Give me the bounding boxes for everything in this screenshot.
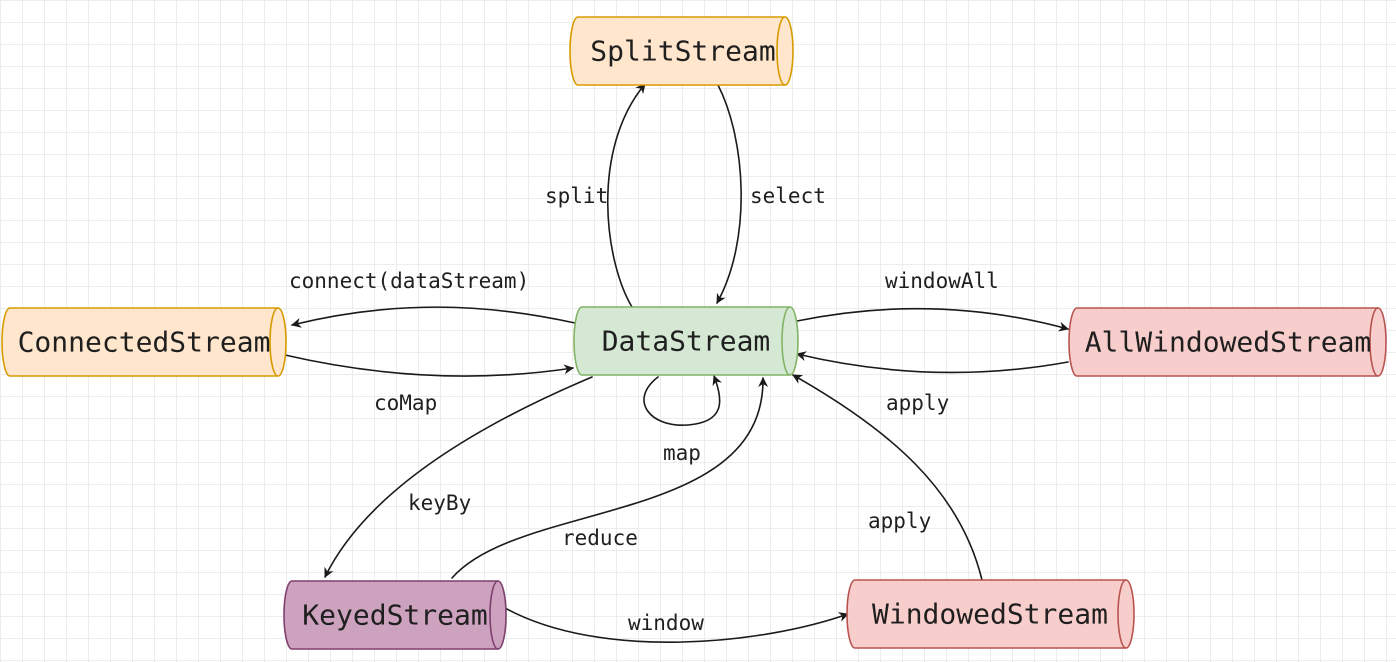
node-label: WindowedStream — [872, 598, 1108, 631]
node-all-windowed-stream[interactable]: AllWindowedStream — [1068, 307, 1387, 377]
edge-label-reduce: reduce — [562, 526, 638, 550]
edge-label-window-all: windowAll — [885, 269, 999, 293]
node-connected-stream[interactable]: ConnectedStream — [1, 307, 287, 377]
edge-label-apply-all: apply — [886, 391, 949, 415]
edges — [284, 83, 1069, 643]
node-label: SplitStream — [590, 35, 775, 68]
edge-map[interactable] — [643, 375, 722, 426]
node-windowed-stream[interactable]: WindowedStream — [846, 579, 1135, 649]
node-rim — [1369, 307, 1379, 377]
edge-comap[interactable] — [284, 354, 574, 377]
node-keyed-stream[interactable]: KeyedStream — [283, 580, 507, 650]
node-label: AllWindowedStream — [1085, 326, 1372, 359]
edge-label-comap: coMap — [374, 391, 437, 415]
edge-connect[interactable] — [291, 306, 576, 328]
edge-label-apply-windowed: apply — [868, 509, 931, 533]
node-split-stream[interactable]: SplitStream — [569, 16, 794, 86]
edge-reduce[interactable] — [451, 377, 769, 579]
edge-window-all[interactable] — [796, 307, 1069, 332]
edge-label-select: select — [750, 184, 826, 208]
edge-labels: split select connect(dataStream) coMap w… — [289, 184, 999, 635]
edge-select[interactable] — [716, 84, 742, 304]
edge-label-map: map — [663, 441, 701, 465]
edge-apply-windowed[interactable] — [792, 374, 983, 581]
edge-label-window: window — [628, 611, 704, 635]
node-rim — [489, 580, 499, 650]
node-label: ConnectedStream — [18, 326, 271, 359]
edge-label-keyby: keyBy — [408, 491, 471, 515]
edge-window[interactable] — [504, 607, 849, 643]
edge-label-split: split — [545, 184, 608, 208]
node-data-stream[interactable]: DataStream — [573, 306, 799, 376]
node-label: DataStream — [602, 325, 771, 358]
edge-apply-all[interactable] — [796, 351, 1069, 374]
node-rim — [781, 306, 791, 376]
edge-label-connect: connect(dataStream) — [289, 269, 529, 293]
node-label: KeyedStream — [302, 599, 487, 632]
edge-keyby[interactable] — [324, 376, 593, 578]
node-rim — [269, 307, 279, 377]
node-rim — [1117, 579, 1127, 649]
node-rim — [776, 16, 786, 86]
edge-split[interactable] — [606, 83, 646, 308]
